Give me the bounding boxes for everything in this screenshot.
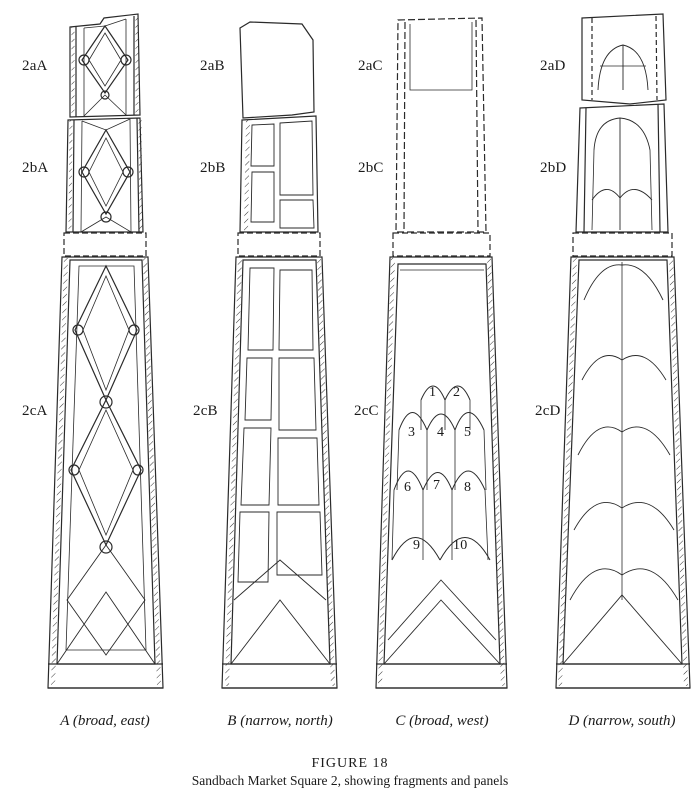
face-caption-c: C (broad, west) (367, 713, 517, 730)
arch-number-5: 5 (464, 425, 472, 440)
face-caption-a: A (broad, east) (30, 713, 180, 730)
face-desc-d: (narrow, south) (583, 713, 676, 729)
arch-number-10: 10 (453, 538, 468, 553)
arch-number-7: 7 (433, 478, 441, 493)
panel-label-2aC: 2aC (358, 58, 383, 74)
panel-label-2aA: 2aA (22, 58, 48, 74)
arch-number-9: 9 (413, 538, 421, 553)
arch-number-8: 8 (464, 480, 472, 495)
face-a-drawing (47, 13, 164, 689)
figure-title: FIGURE 18 (311, 756, 389, 771)
face-desc-a: (broad, east) (72, 713, 150, 729)
face-b-drawing (221, 21, 338, 689)
panel-label-2aB: 2aB (200, 58, 225, 74)
arch-number-3: 3 (408, 425, 416, 440)
panel-label-2bD: 2bD (540, 160, 567, 176)
arch-number-4: 4 (437, 425, 445, 440)
face-letter-a: A (60, 713, 70, 729)
figure-caption: Sandbach Market Square 2, showing fragme… (191, 773, 509, 788)
panel-label-2bA: 2bA (22, 160, 49, 176)
arch-number-6: 6 (404, 480, 412, 495)
face-desc-c: (broad, west) (409, 713, 489, 729)
face-c-drawing (375, 17, 508, 689)
face-letter-b: B (227, 713, 237, 729)
panel-label-2cA: 2cA (22, 403, 48, 419)
face-letter-c: C (395, 713, 406, 729)
face-caption-b: B (narrow, north) (205, 713, 355, 730)
arch-number-1: 1 (429, 385, 437, 400)
panel-label-2bB: 2bB (200, 160, 226, 176)
face-caption-d: D (narrow, south) (547, 713, 697, 730)
face-d-drawing (555, 13, 691, 689)
panel-label-2cC: 2cC (354, 403, 379, 419)
panel-label-2cB: 2cB (193, 403, 218, 419)
panel-label-2bC: 2bC (358, 160, 384, 176)
panel-label-2aD: 2aD (540, 58, 566, 74)
panel-label-2cD: 2cD (535, 403, 561, 419)
face-letter-d: D (568, 713, 580, 729)
arch-number-2: 2 (453, 385, 461, 400)
face-desc-b: (narrow, north) (240, 713, 333, 729)
